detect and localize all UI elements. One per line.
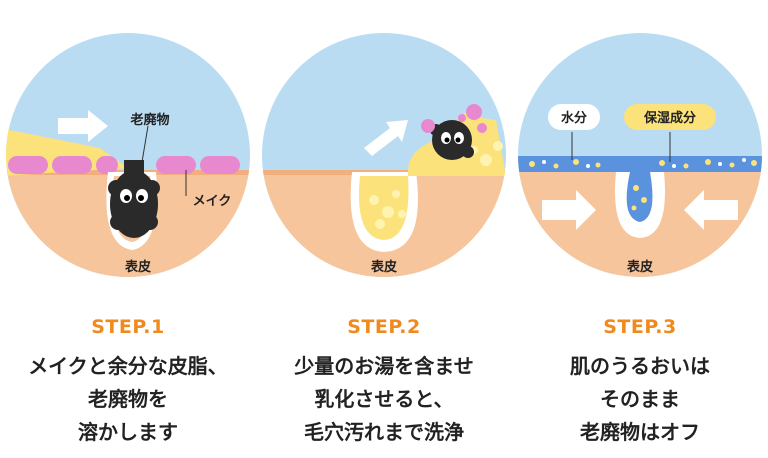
description-line: 少量のお湯を含ませ — [294, 354, 474, 378]
water-label-bubble — [548, 104, 600, 130]
skin-label: 表皮 — [124, 259, 151, 275]
arrow-left-icon — [684, 190, 738, 230]
step-1-illustration: 老廃物 メイク 表皮 — [6, 33, 250, 277]
arrow-icon — [58, 110, 108, 142]
waste-label: 老廃物 — [129, 112, 169, 128]
step-title: STEP.2 — [347, 316, 421, 338]
pore-water — [626, 172, 653, 222]
water-layer — [518, 156, 762, 172]
makeup-layer — [8, 156, 240, 174]
step-3-illustration: 水分 保湿成分 表皮 — [518, 33, 762, 277]
waste-dirt — [108, 160, 160, 238]
description-line: 老廃物はオフ — [580, 420, 700, 444]
step-description: メイクと余分な皮脂、 老廃物を 溶かします — [0, 350, 256, 449]
description-line: そのまま — [600, 387, 680, 411]
moisture-label: 保湿成分 — [643, 110, 696, 126]
skin-label: 表皮 — [370, 259, 397, 275]
description-line: 溶かします — [78, 420, 178, 444]
description-line: 毛穴汚れまで洗浄 — [304, 420, 464, 444]
description-line: 乳化させると、 — [314, 387, 454, 411]
moisture-label-bubble — [624, 104, 716, 130]
arrow-icon — [364, 120, 408, 156]
step-title: STEP.3 — [603, 316, 677, 338]
waste-dirt — [430, 120, 474, 160]
water-label: 水分 — [561, 110, 587, 126]
step-2-illustration: 表皮 — [262, 33, 506, 277]
makeup-droplets — [421, 104, 487, 133]
bubbles — [369, 141, 503, 229]
step-2-panel: 表皮 STEP.2 少量のお湯を含ませ 乳化させると、 毛穴汚れまで洗浄 — [256, 0, 512, 458]
step-3-panel: 水分 保湿成分 表皮 STEP.3 肌のうるおいは そのまま 老廃物はオフ — [512, 0, 768, 458]
skin-label: 表皮 — [626, 259, 653, 275]
makeup-label: メイク — [193, 194, 232, 209]
moisture-dots — [529, 159, 757, 169]
step-description: 肌のうるおいは そのまま 老廃物はオフ — [512, 350, 768, 449]
arrow-right-icon — [542, 190, 596, 230]
description-line: 老廃物を — [88, 387, 168, 411]
step-description: 少量のお湯を含ませ 乳化させると、 毛穴汚れまで洗浄 — [256, 350, 512, 449]
step-title: STEP.1 — [91, 316, 165, 338]
description-line: メイクと余分な皮脂、 — [28, 354, 228, 378]
description-line: 肌のうるおいは — [570, 354, 710, 378]
step-1-panel: 老廃物 メイク 表皮 STEP.1 メイクと余分な皮脂、 老廃物を 溶かします — [0, 0, 256, 458]
